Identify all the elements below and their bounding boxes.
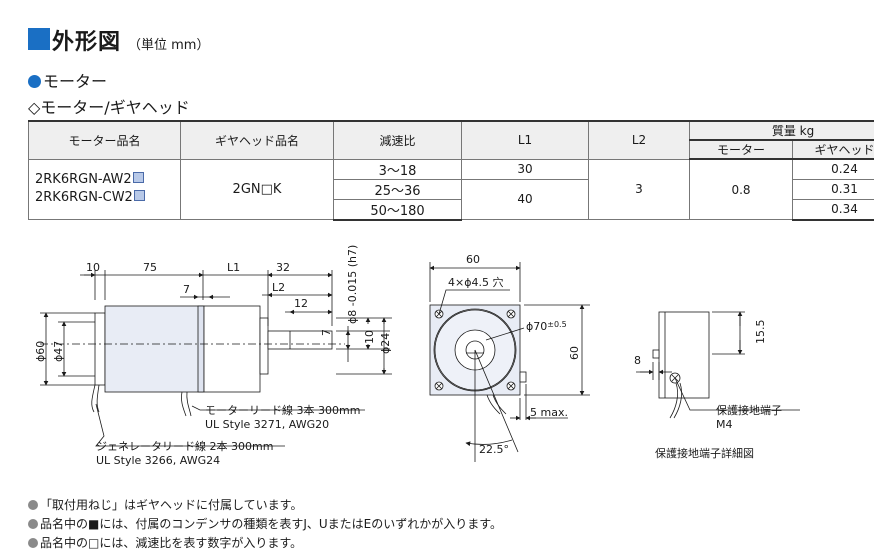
- motor-name-1: 2RK6RGN-AW2: [35, 172, 132, 188]
- page-title: 外形図: [52, 30, 122, 55]
- front-view: [429, 262, 590, 462]
- dim-10: 10: [86, 261, 100, 274]
- holes-label: 4×ϕ4.5 穴: [448, 275, 503, 289]
- cell-mass-gear-2: 0.31: [791, 178, 874, 200]
- terminal-label: 保護接地端子: [716, 403, 782, 417]
- note-bullet-icon: [28, 538, 38, 548]
- th-ratio: 減速比: [333, 120, 462, 160]
- dim-8: 8: [634, 354, 641, 367]
- terminal-thread: M4: [716, 418, 733, 431]
- lead-generator-spec: UL Style 3266, AWG24: [96, 454, 220, 467]
- dim-l1: L1: [227, 261, 240, 274]
- capacitor-code-box-icon: [132, 172, 144, 184]
- cell-mass-gear-3: 0.34: [791, 198, 874, 221]
- side-view: [40, 270, 392, 447]
- th-mass-motor: モーター: [689, 139, 793, 160]
- unit-label: （単位 mm）: [128, 38, 210, 53]
- section-motor-label: モーター: [43, 72, 108, 91]
- dim-front-60: 60: [466, 253, 480, 266]
- dim-shaft-tolerance: ϕ8 -0.015 (h7): [346, 245, 359, 324]
- dim-angle: 22.5°: [479, 443, 509, 456]
- cell-l1-1: 30: [461, 158, 589, 180]
- bullet-icon: [28, 75, 41, 88]
- cell-gear-name: 2GN□K: [180, 158, 334, 220]
- th-gear-name: ギヤヘッド品名: [180, 120, 334, 160]
- lead-motor-label: モーターリード線 3本 300mm: [205, 403, 360, 417]
- dim-phi47: ϕ47: [52, 341, 65, 362]
- section-gear: ◇モーター/ギヤヘッド: [28, 98, 190, 117]
- dim-l2: L2: [272, 281, 285, 294]
- cell-ratio-3: 50～180: [333, 198, 462, 221]
- dim-phi24: ϕ24: [379, 333, 392, 354]
- detail-view: [636, 311, 800, 419]
- note-3: 品名中の□には、減速比を表す数字が入ります。: [28, 534, 502, 553]
- dim-12: 12: [294, 297, 308, 310]
- dim-5max: 5 max.: [530, 406, 568, 419]
- capacitor-code-box-icon: [133, 190, 145, 202]
- note-bullet-icon: [28, 519, 38, 529]
- lead-motor-spec: UL Style 3271, AWG20: [205, 418, 329, 431]
- th-mass: 質量 kg: [688, 120, 874, 141]
- notes: 「取付用ねじ」はギヤヘッドに付属しています。 品名中の■には、付属のコンデンサの…: [28, 496, 502, 553]
- th-mass-gear: ギヤヘッド: [791, 139, 874, 160]
- dim-10b: 10: [363, 330, 376, 344]
- motor-name-2: 2RK6RGN-CW2: [35, 190, 133, 206]
- dim-75: 75: [143, 261, 157, 274]
- note-1: 「取付用ねじ」はギヤヘッドに付属しています。: [28, 496, 502, 515]
- cell-mass-motor: 0.8: [689, 158, 793, 220]
- pcd-label: ϕ70±0.5: [526, 320, 567, 333]
- note-2: 品名中の■には、付属のコンデンサの種類を表すJ、UまたはEのいずれかが入ります。: [28, 515, 502, 534]
- title-marker: [28, 28, 50, 50]
- spec-table: モーター品名 ギヤヘッド品名 減速比 L1 L2 質量 kg モーター ギヤヘッ…: [28, 120, 874, 221]
- cell-l1-2: 40: [461, 178, 589, 220]
- th-l1: L1: [461, 120, 589, 160]
- dim-15-5: 15.5: [754, 320, 767, 345]
- cell-ratio-1: 3～18: [333, 158, 462, 180]
- cell-l2: 3: [588, 158, 690, 220]
- detail-caption: 保護接地端子詳細図: [655, 446, 754, 460]
- th-l2: L2: [588, 120, 690, 160]
- cell-ratio-2: 25～36: [333, 178, 462, 200]
- th-motor-name: モーター品名: [28, 120, 181, 160]
- note-bullet-icon: [28, 500, 38, 510]
- dim-phi60: ϕ60: [34, 341, 47, 362]
- dim-front-60v: 60: [568, 346, 581, 360]
- dim-7a: 7: [183, 283, 190, 296]
- dim-7b: 7: [320, 329, 333, 336]
- cell-motor-names: 2RK6RGN-AW2 2RK6RGN-CW2: [28, 158, 181, 220]
- section-motor: モーター: [28, 68, 107, 92]
- lead-generator-label: ジェネレータリード線 2本 300mm: [96, 439, 273, 453]
- dim-32: 32: [276, 261, 290, 274]
